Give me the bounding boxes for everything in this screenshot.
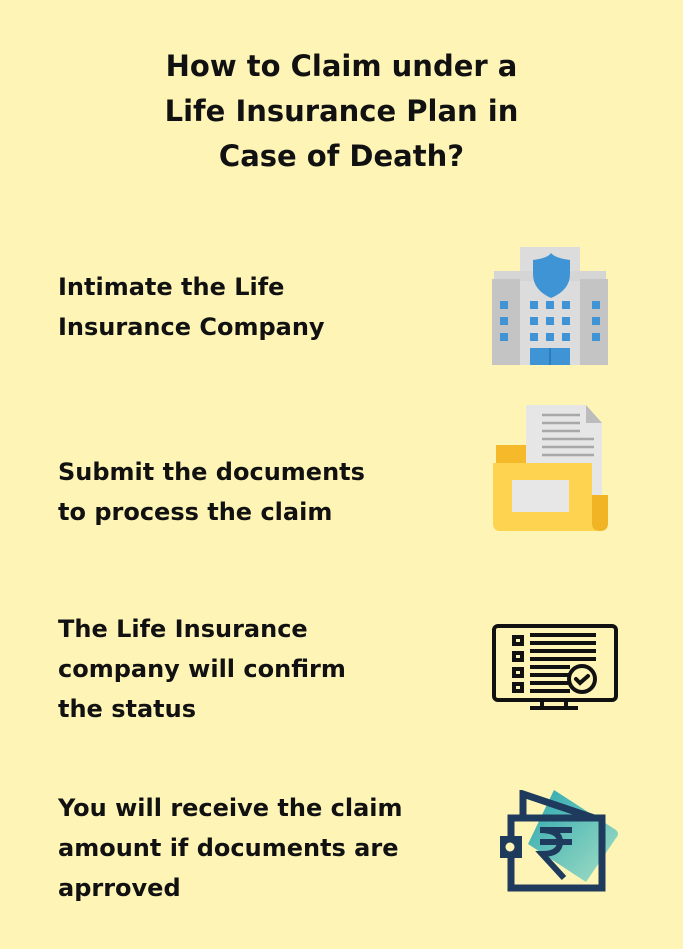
page-title: How to Claim under a Life Insurance Plan… bbox=[0, 44, 683, 179]
monitor-checklist-icon bbox=[492, 624, 618, 710]
step-text: to process the claim bbox=[58, 498, 333, 526]
step-receive-amount: You will receive the claim amount if doc… bbox=[58, 788, 403, 908]
rupee-wallet-icon bbox=[500, 790, 618, 892]
step-text: the status bbox=[58, 695, 196, 723]
step-text: aprroved bbox=[58, 874, 181, 902]
step-text: Intimate the Life bbox=[58, 273, 285, 301]
step-text: The Life Insurance bbox=[58, 615, 308, 643]
title-line: Case of Death? bbox=[218, 139, 465, 173]
title-line: Life Insurance Plan in bbox=[164, 94, 519, 128]
step-text: company will confirm bbox=[58, 655, 346, 683]
step-text: Insurance Company bbox=[58, 313, 325, 341]
document-folder-icon bbox=[493, 405, 608, 531]
step-text: Submit the documents bbox=[58, 458, 365, 486]
insurance-building-icon bbox=[492, 247, 608, 365]
step-confirm-status: The Life Insurance company will confirm … bbox=[58, 609, 346, 729]
step-text: amount if documents are bbox=[58, 834, 399, 862]
title-line: How to Claim under a bbox=[165, 49, 518, 83]
step-text: You will receive the claim bbox=[58, 794, 403, 822]
step-intimate: Intimate the Life Insurance Company bbox=[58, 267, 325, 347]
step-submit-documents: Submit the documents to process the clai… bbox=[58, 452, 365, 532]
